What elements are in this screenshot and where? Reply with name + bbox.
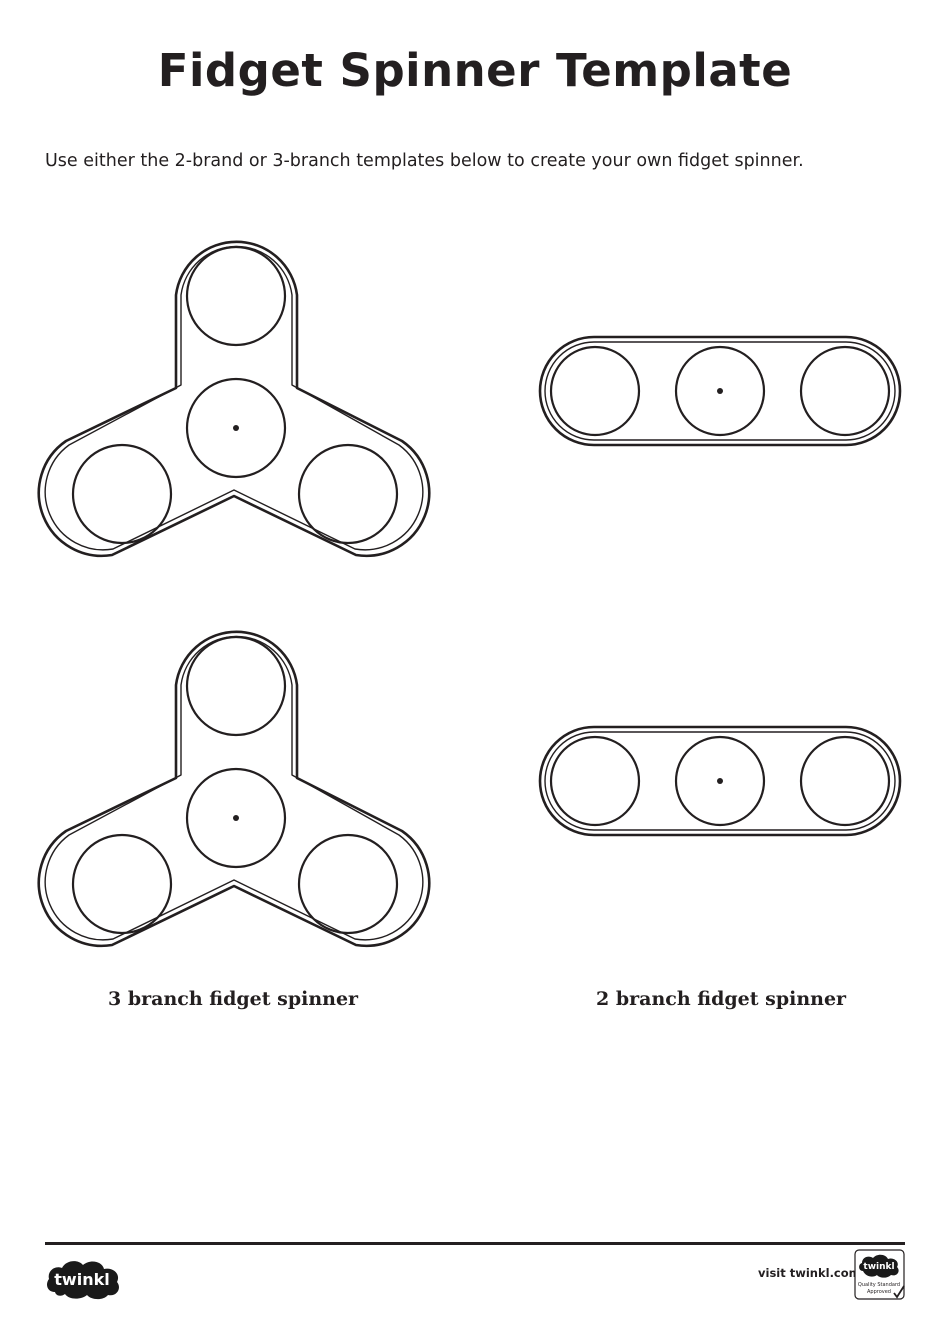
badge-brand: twinkl: [863, 1262, 894, 1272]
page-title: Fidget Spinner Template: [157, 44, 793, 97]
three-branch-caption: 3 branch fidget spinner: [108, 988, 359, 1010]
two-branch-caption: 2 branch fidget spinner: [596, 988, 847, 1010]
check-icon: [893, 1285, 905, 1299]
two-branch-spinner-top: [538, 335, 902, 447]
badge-line-2: Approved: [867, 1289, 891, 1295]
intro-text: Use either the 2-brand or 3-branch templ…: [45, 151, 804, 171]
three-branch-spinner-bottom: [37, 630, 431, 948]
logo-text: twinkl: [54, 1270, 109, 1289]
two-branch-spinner-bottom: [538, 725, 902, 837]
quality-badge: twinkl Quality Standard Approved: [854, 1249, 905, 1300]
three-branch-spinner-top: [37, 240, 431, 558]
footer-divider: [45, 1242, 905, 1245]
visit-link[interactable]: visit twinkl.com: [758, 1266, 861, 1280]
badge-line-1: Quality Standard: [858, 1282, 900, 1288]
twinkl-logo: twinkl: [47, 1261, 119, 1300]
